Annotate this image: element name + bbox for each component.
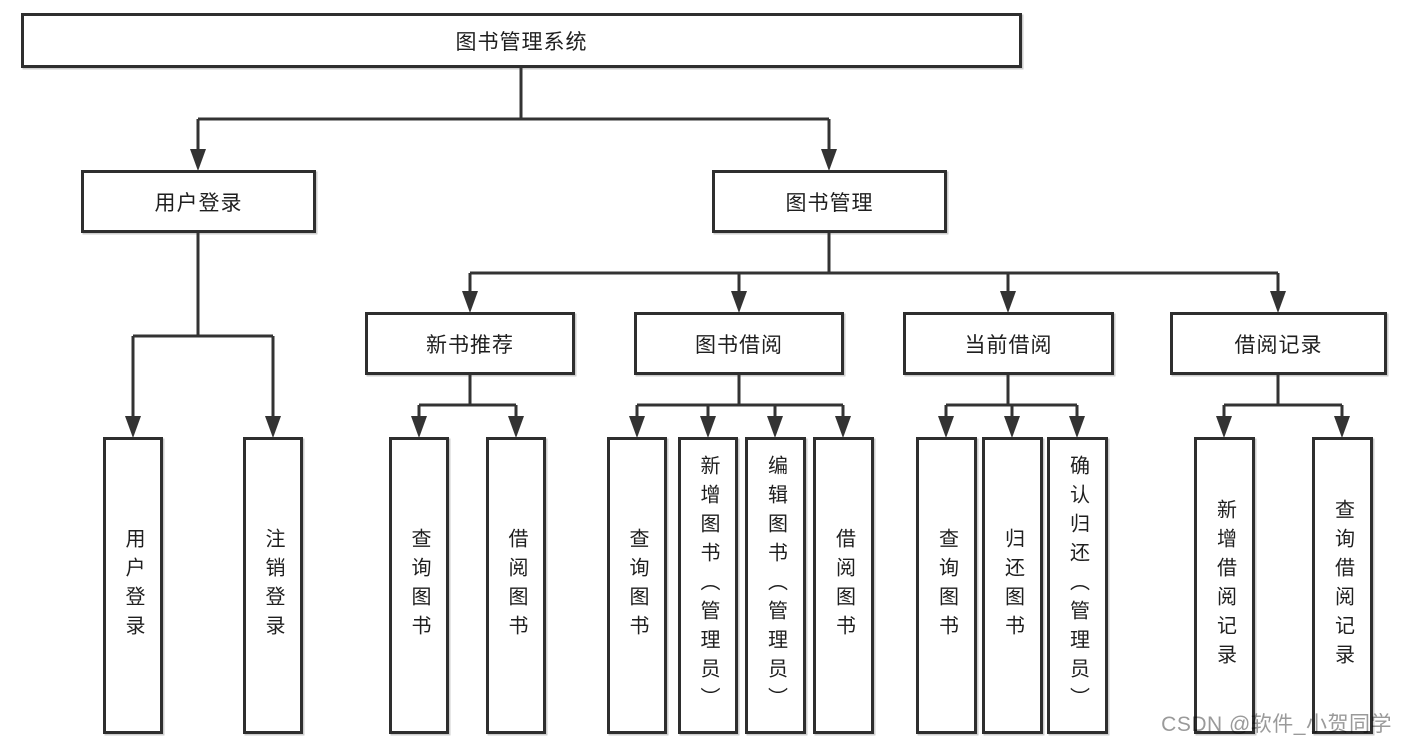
node-cb-query-book: 查询图书: [916, 437, 977, 734]
node-bb-borrow-book-label: 借阅图书: [832, 527, 855, 644]
node-logout-label: 注销登录: [262, 527, 284, 644]
node-br-add-record: 新增借阅记录: [1194, 437, 1255, 734]
node-br-query-record: 查询借阅记录: [1312, 437, 1373, 734]
node-root: 图书管理系统: [21, 13, 1022, 68]
node-bb-edit-book-admin-label: 编辑图书（管理员）: [764, 455, 787, 716]
node-bb-add-book-admin: 新增图书（管理员）: [678, 437, 738, 734]
node-bb-query-book-label: 查询图书: [626, 527, 648, 644]
node-bb-query-book: 查询图书: [607, 437, 667, 734]
node-bb-borrow-book: 借阅图书: [813, 437, 874, 734]
node-book-borrowing: 图书借阅: [634, 312, 844, 375]
node-br-query-record-label: 查询借阅记录: [1331, 498, 1354, 673]
node-new-book-recommend-label: 新书推荐: [426, 333, 514, 357]
node-nbr-query-book-label: 查询图书: [408, 527, 430, 644]
node-bb-add-book-admin-label: 新增图书（管理员）: [697, 455, 719, 716]
node-cb-confirm-return-admin: 确认归还（管理员）: [1047, 437, 1108, 734]
node-borrow-records: 借阅记录: [1170, 312, 1387, 375]
node-br-add-record-label: 新增借阅记录: [1213, 498, 1236, 673]
node-user-login-label: 用户登录: [154, 191, 243, 215]
node-user-login: 用户登录: [81, 170, 316, 233]
node-book-borrowing-label: 图书借阅: [695, 333, 783, 357]
node-user-login-leaf: 用户登录: [103, 437, 163, 734]
node-bb-edit-book-admin: 编辑图书（管理员）: [745, 437, 806, 734]
node-current-borrowing: 当前借阅: [903, 312, 1114, 375]
node-cb-query-book-label: 查询图书: [935, 527, 958, 644]
node-book-management-label: 图书管理: [785, 191, 874, 215]
node-borrow-records-label: 借阅记录: [1234, 333, 1323, 357]
node-logout: 注销登录: [243, 437, 303, 734]
node-current-borrowing-label: 当前借阅: [964, 333, 1053, 357]
node-cb-return-book-label: 归还图书: [1001, 527, 1024, 644]
node-nbr-borrow-book: 借阅图书: [486, 437, 546, 734]
node-cb-return-book: 归还图书: [982, 437, 1043, 734]
watermark: CSDN @软件_小贺同学: [1161, 713, 1392, 736]
node-new-book-recommend: 新书推荐: [365, 312, 575, 375]
node-root-label: 图书管理系统: [455, 30, 588, 54]
node-cb-confirm-return-admin-label: 确认归还（管理员）: [1066, 455, 1089, 716]
node-nbr-query-book: 查询图书: [389, 437, 449, 734]
node-nbr-borrow-book-label: 借阅图书: [505, 527, 527, 644]
node-book-management: 图书管理: [712, 170, 947, 233]
node-user-login-leaf-label: 用户登录: [122, 527, 144, 644]
